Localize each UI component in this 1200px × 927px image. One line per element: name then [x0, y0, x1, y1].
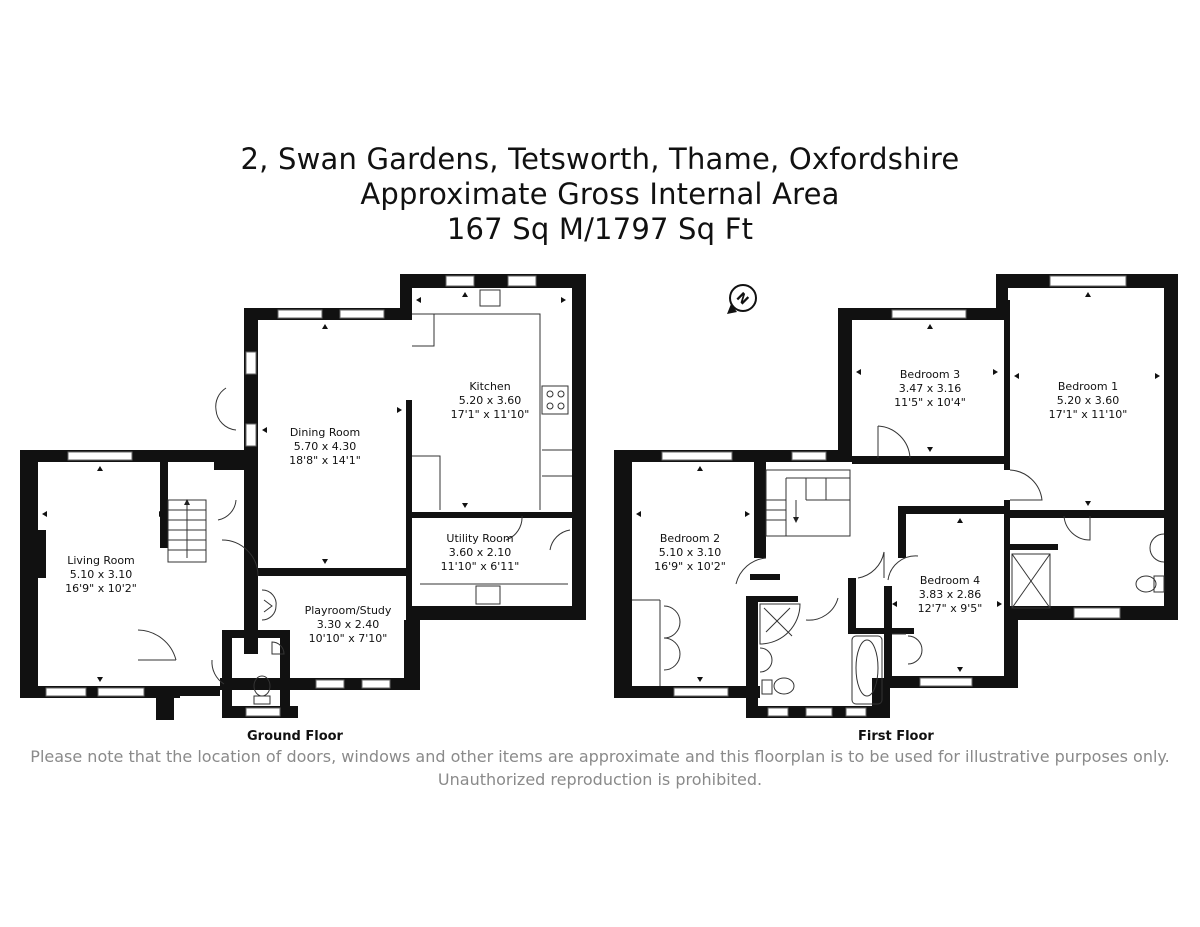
ground-floor-label: Ground Floor: [247, 729, 344, 744]
room-metric: 5.20 x 3.60: [1057, 394, 1120, 407]
first-floor-label: First Floor: [858, 729, 934, 744]
first-floor-walls: [614, 274, 1178, 718]
room-imperial: 18'8" x 14'1": [289, 454, 361, 467]
room-playroom: Playroom/Study 3.30 x 2.40 10'10" x 7'10…: [305, 604, 392, 645]
room-imperial: 10'10" x 7'10": [309, 632, 388, 645]
room-kitchen: Kitchen 5.20 x 3.60 17'1" x 11'10": [451, 380, 530, 421]
room-dining: Dining Room 5.70 x 4.30 18'8" x 14'1": [289, 426, 361, 467]
room-name: Living Room: [67, 554, 135, 567]
area-label: Approximate Gross Internal Area: [360, 177, 840, 211]
room-name: Kitchen: [469, 380, 510, 393]
room-metric: 3.60 x 2.10: [449, 546, 512, 559]
room-name: Utility Room: [446, 532, 513, 545]
room-metric: 3.30 x 2.40: [317, 618, 380, 631]
room-metric: 3.47 x 3.16: [899, 382, 962, 395]
room-name: Bedroom 2: [660, 532, 720, 545]
room-bedroom-1: Bedroom 1 5.20 x 3.60 17'1" x 11'10": [1049, 380, 1128, 421]
property-address: 2, Swan Gardens, Tetsworth, Thame, Oxfor…: [240, 142, 960, 176]
room-name: Dining Room: [290, 426, 360, 439]
room-living: Living Room 5.10 x 3.10 16'9" x 10'2": [65, 554, 137, 595]
room-name: Bedroom 1: [1058, 380, 1118, 393]
room-metric: 5.70 x 4.30: [294, 440, 357, 453]
room-bedroom-2: Bedroom 2 5.10 x 3.10 16'9" x 10'2": [654, 532, 726, 573]
room-imperial: 17'1" x 11'10": [451, 408, 530, 421]
room-name: Bedroom 4: [920, 574, 980, 587]
dimension-markers: [42, 292, 1160, 682]
room-metric: 5.10 x 3.10: [659, 546, 722, 559]
room-imperial: 12'7" x 9'5": [918, 602, 983, 615]
room-metric: 5.10 x 3.10: [70, 568, 133, 581]
ground-floor-windows: [45, 275, 537, 717]
room-metric: 3.83 x 2.86: [919, 588, 982, 601]
room-metric: 5.20 x 3.60: [459, 394, 522, 407]
room-bedroom-4: Bedroom 4 3.83 x 2.86 12'7" x 9'5": [918, 574, 983, 615]
ground-floor-walls: [20, 274, 586, 720]
disclaimer: Please note that the location of doors, …: [30, 747, 1170, 789]
room-imperial: 16'9" x 10'2": [654, 560, 726, 573]
room-imperial: 17'1" x 11'10": [1049, 408, 1128, 421]
room-imperial: 16'9" x 10'2": [65, 582, 137, 595]
room-imperial: 11'5" x 10'4": [894, 396, 966, 409]
room-utility: Utility Room 3.60 x 2.10 11'10" x 6'11": [441, 532, 520, 573]
north-arrow-icon: N: [727, 284, 757, 314]
first-floor-fixtures: [632, 425, 1165, 705]
ground-floor-fixtures: [137, 289, 572, 705]
area-value: 167 Sq M/1797 Sq Ft: [446, 212, 754, 246]
room-imperial: 11'10" x 6'11": [441, 560, 520, 573]
room-name: Bedroom 3: [900, 368, 960, 381]
first-floor-plan: First Floor Bedroom 1 5.20 x 3.60 17'1" …: [614, 274, 1178, 744]
room-name: Playroom/Study: [305, 604, 392, 617]
ground-floor-plan: Ground Floor Living Room 5.10 x 3.10 16'…: [20, 274, 586, 744]
room-bedroom-3: Bedroom 3 3.47 x 3.16 11'5" x 10'4": [894, 368, 966, 409]
first-floor-windows: [661, 275, 1127, 717]
